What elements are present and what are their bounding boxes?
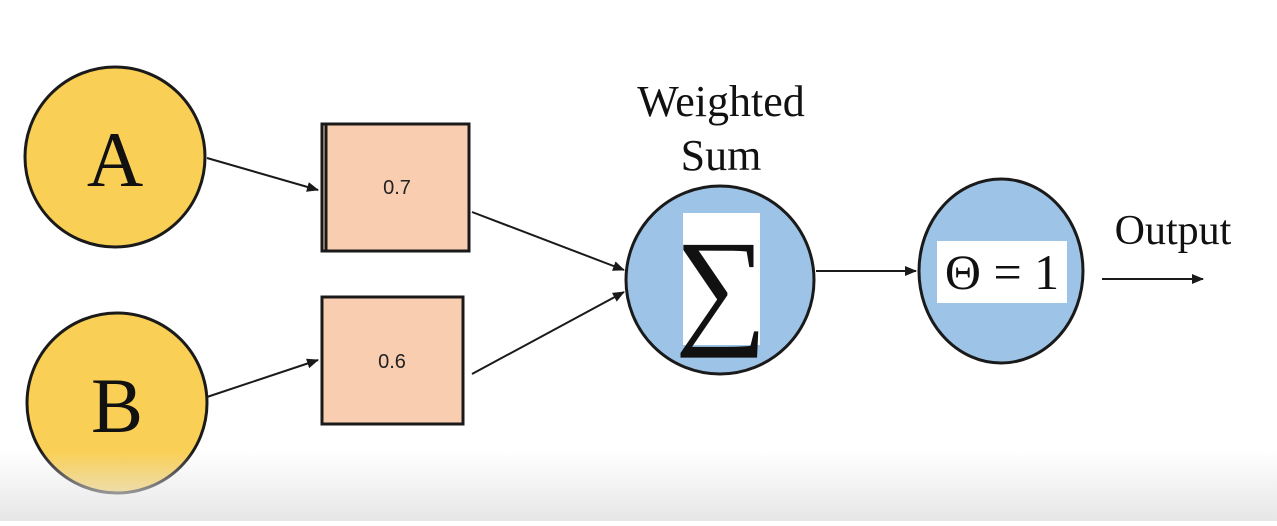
input-node-b-label: B — [91, 362, 143, 449]
output-label: Output — [1115, 208, 1232, 254]
arrow-b-to-weight2 — [206, 358, 319, 398]
sum-node: ∑ — [624, 184, 816, 376]
sum-node-title-line2: Sum — [681, 131, 762, 180]
sum-symbol-background — [683, 213, 760, 345]
input-node-a-label: A — [87, 116, 143, 203]
weight-box-2-rect — [320, 295, 465, 426]
sum-node-title-line1: Weighted — [637, 77, 805, 126]
sigma-icon: ∑ — [675, 215, 768, 359]
arrow-weight2-to-sum — [471, 291, 625, 375]
input-node-a-circle — [23, 65, 207, 249]
threshold-text: Θ = 1 — [945, 244, 1059, 300]
weight-box-1-rect — [320, 122, 471, 253]
threshold-node: Θ = 1 — [917, 177, 1085, 365]
arrow-weight1-to-sum — [471, 211, 625, 271]
input-node-b: B — [25, 311, 209, 495]
threshold-text-background — [937, 241, 1067, 303]
input-node-a: A — [23, 65, 207, 249]
arrow-a-to-weight1 — [206, 157, 319, 192]
weight-value-2: 0.6 — [378, 351, 406, 373]
weight-box-1: 0.7 — [320, 122, 471, 253]
weight-box-2: 0.6 — [320, 295, 465, 426]
weight-value-1: 0.7 — [383, 177, 411, 199]
